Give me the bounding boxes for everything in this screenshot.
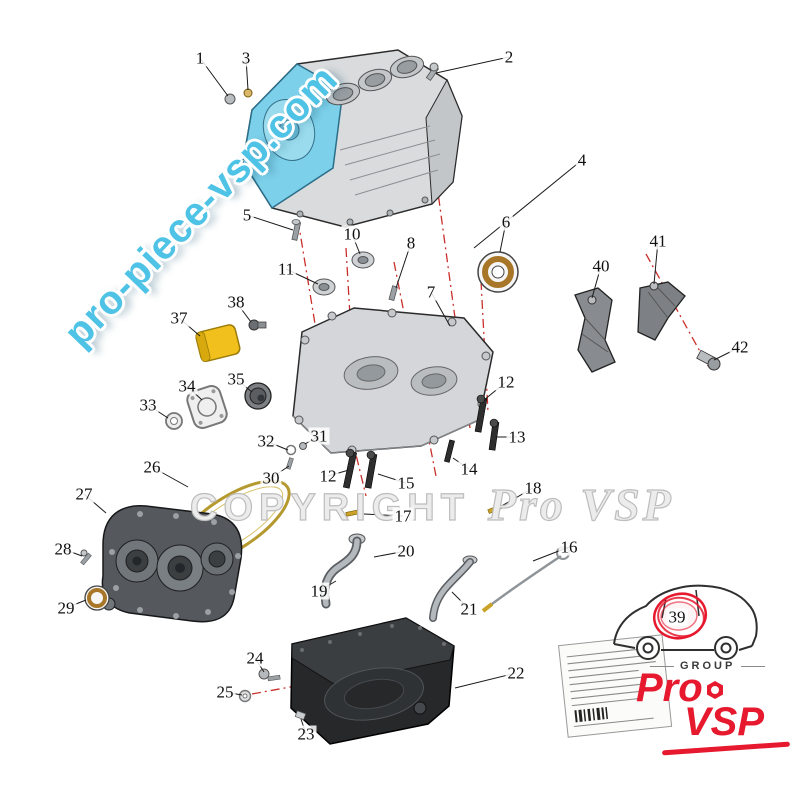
group-text: GROUP [680, 660, 736, 672]
part-label-2: 2 [502, 47, 516, 67]
part-label-27: 27 [73, 484, 95, 504]
part-label-12: 12 [317, 466, 339, 486]
part-label-6: 6 [499, 212, 513, 232]
part-label-32: 32 [255, 431, 277, 451]
part-label-8: 8 [404, 233, 418, 253]
leader-line-2 [435, 56, 510, 74]
pickup-tubes [320, 533, 570, 622]
spec-label-sticker [558, 634, 673, 738]
provsp-logo: Pro VSP [636, 666, 791, 756]
part-label-39: 39 [666, 607, 688, 627]
part-label-18: 18 [522, 478, 544, 498]
logo-vsp-text: VSP [684, 700, 765, 744]
part-label-17: 17 [392, 506, 414, 526]
part-label-7: 7 [424, 282, 438, 302]
part-label-23: 23 [295, 724, 317, 744]
logo-group-label: GROUP [650, 660, 765, 672]
leader-line-5 [246, 214, 294, 231]
part-label-22: 22 [505, 663, 527, 683]
oil-filter [195, 324, 241, 362]
cover-bolt-and-seal [80, 549, 110, 611]
part-label-31: 31 [308, 426, 330, 446]
part-label-20: 20 [395, 541, 417, 561]
car-sketch [613, 584, 758, 660]
pan-bolts [238, 668, 307, 720]
part-label-34: 34 [176, 376, 198, 396]
barcode [574, 706, 609, 723]
part-label-42: 42 [729, 337, 751, 357]
part-label-3: 3 [239, 48, 253, 68]
part-label-4: 4 [575, 150, 589, 170]
part-label-1: 1 [193, 48, 207, 68]
top-bolts [224, 62, 440, 241]
oil-pan [290, 617, 455, 745]
engine-mount-brackets [574, 281, 721, 373]
part-label-14: 14 [458, 459, 480, 479]
part-label-29: 29 [55, 598, 77, 618]
part-label-15: 15 [395, 473, 417, 493]
part-label-16: 16 [558, 537, 580, 557]
oil-pump-parts [165, 382, 272, 430]
part-label-21: 21 [458, 599, 480, 619]
part-label-35: 35 [225, 369, 247, 389]
part-label-19: 19 [308, 581, 330, 601]
timing-cover [101, 505, 243, 623]
part-label-40: 40 [590, 256, 612, 276]
part-label-10: 10 [341, 224, 363, 244]
oil-plug [248, 319, 267, 331]
part-label-30: 30 [260, 468, 282, 488]
part-label-25: 25 [214, 682, 236, 702]
nut-icon [706, 681, 723, 699]
part-label-24: 24 [244, 648, 266, 668]
crankshaft-seal [477, 251, 519, 293]
part-label-37: 37 [168, 308, 190, 328]
part-label-26: 26 [141, 457, 163, 477]
part-label-11: 11 [275, 259, 297, 279]
main-studs [342, 394, 500, 489]
part-label-33: 33 [137, 395, 159, 415]
part-label-41: 41 [647, 231, 669, 251]
part-label-28: 28 [52, 539, 74, 559]
leader-line-4 [473, 159, 583, 249]
dowel-sleeves [312, 251, 398, 301]
part-label-12: 12 [495, 372, 517, 392]
part-label-13: 13 [506, 427, 528, 447]
logo-pro-text: Pro [636, 666, 703, 710]
engine-block [242, 49, 463, 228]
part-label-5: 5 [240, 205, 254, 225]
small-bolts-mid [285, 442, 307, 470]
part-label-38: 38 [225, 292, 247, 312]
